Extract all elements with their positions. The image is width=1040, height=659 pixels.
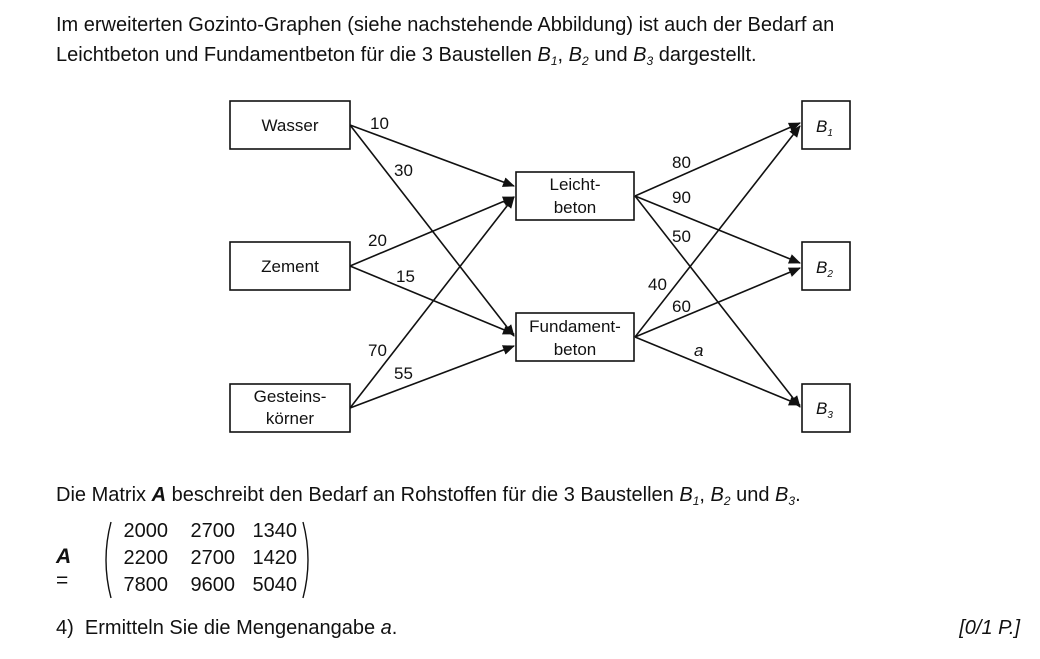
site-b2-ref-2: B2 [710,484,731,508]
weight-fundament-b3: a [694,341,703,360]
site-b2-ref: B2 [568,44,589,68]
matrix-cell: 1420 [252,547,298,569]
node-gestein-label-2: körner [266,409,315,428]
site-b3-ref: B3 [633,44,654,68]
node-b2-label: B2 [816,258,833,280]
weight-wasser-leicht: 10 [370,114,389,133]
weight-zement-fundament: 15 [396,267,415,286]
weight-wasser-fundament: 30 [394,161,413,180]
node-b1 [801,100,851,150]
task-number: 4) [56,617,74,639]
matrix-equals: = [56,569,69,592]
matrix-cell: 2700 [190,547,236,569]
matrix-grid: 2000 2700 1340 2200 2700 1420 7800 9600 5040 [110,518,298,599]
intro-line-2-pre: Leichtbeton und Fundamentbeton für die 3… [56,44,532,66]
task-text: Ermitteln Sie die Mengenangabe [84,617,376,639]
node-leichtbeton [515,171,635,221]
matrix-symbol-inline: A [151,484,167,506]
edge-wasser-fundament [349,124,515,337]
node-zement [229,241,351,291]
gozinto-graph: Wasser Zement Gesteins- körner Leicht- b… [229,100,851,433]
weight-zement-leicht: 20 [368,231,387,250]
node-leicht-label-1: Leicht- [549,175,600,194]
node-b1-label: B1 [816,117,833,139]
matrix-cell: 2200 [123,547,169,569]
node-wasser [229,100,351,150]
matrix-symbol: A [56,545,72,568]
node-gestein-label-1: Gesteins- [254,387,327,406]
edge-leicht-b3 [634,195,801,408]
node-fundament-label-1: Fundament- [529,317,621,336]
matrix-cell: 5040 [252,574,298,596]
task-4: 4) Ermitteln Sie die Mengenangabe a. [56,617,398,639]
edge-fundament-b2 [634,267,801,338]
edge-leicht-b2 [634,195,801,264]
weight-leicht-b3: 50 [672,227,691,246]
weight-fundament-b1: 40 [648,275,667,294]
node-leicht-label-2: beton [554,198,597,217]
node-fundamentbeton [515,312,635,362]
intro-line-1: Im erweiterten Gozinto-Graphen (siehe na… [56,14,835,36]
matrix-row: 7800 9600 5040 [110,572,298,599]
node-b3-label: B3 [816,399,833,421]
node-zement-label: Zement [261,257,319,276]
weight-leicht-b1: 80 [672,153,691,172]
matrix-cell: 9600 [190,574,236,596]
matrix-cell: 2700 [190,520,236,542]
matrix-description: Die Matrix A beschreibt den Bedarf an Ro… [56,484,801,508]
matrix-cell: 2000 [123,520,169,542]
matrix-row: 2200 2700 1420 [110,545,298,572]
edge-gestein-leicht [349,196,515,409]
matrix-row: 2000 2700 1340 [110,518,298,545]
weight-fundament-b2: 60 [672,297,691,316]
weight-leicht-b2: 90 [672,188,691,207]
intro-conj: und [594,44,628,66]
matrix-right-paren [302,521,309,599]
matrix-cell: 1340 [252,520,298,542]
edge-fundament-b1 [634,125,801,338]
site-b3-ref-2: B3 [775,484,796,508]
edge-zement-leicht [349,196,515,267]
node-fundament-label-2: beton [554,340,597,359]
intro-line-2-post: dargestellt. [658,44,757,66]
task-var: a [380,617,392,639]
matrix-label: A = [56,545,71,593]
node-gesteinskoerner [229,383,351,433]
site-b1-ref: B1 [537,44,558,68]
node-wasser-label: Wasser [262,116,319,135]
edge-leicht-b1 [634,122,801,197]
edge-gestein-fundament [349,345,515,409]
matrix-left-paren [105,521,112,599]
edge-wasser-leicht [349,124,515,187]
points-badge: [0/1 P.] [959,617,1020,639]
weight-gestein-fundament: 55 [394,364,413,383]
edge-zement-fundament [349,265,515,335]
weight-gestein-leicht: 70 [368,341,387,360]
edge-fundament-b3 [634,336,801,406]
site-b1-ref-2: B1 [679,484,700,508]
intro-paragraph: Im erweiterten Gozinto-Graphen (siehe na… [56,14,835,68]
node-b3 [801,383,851,433]
matrix-cell: 7800 [123,574,169,596]
node-b2 [801,241,851,291]
